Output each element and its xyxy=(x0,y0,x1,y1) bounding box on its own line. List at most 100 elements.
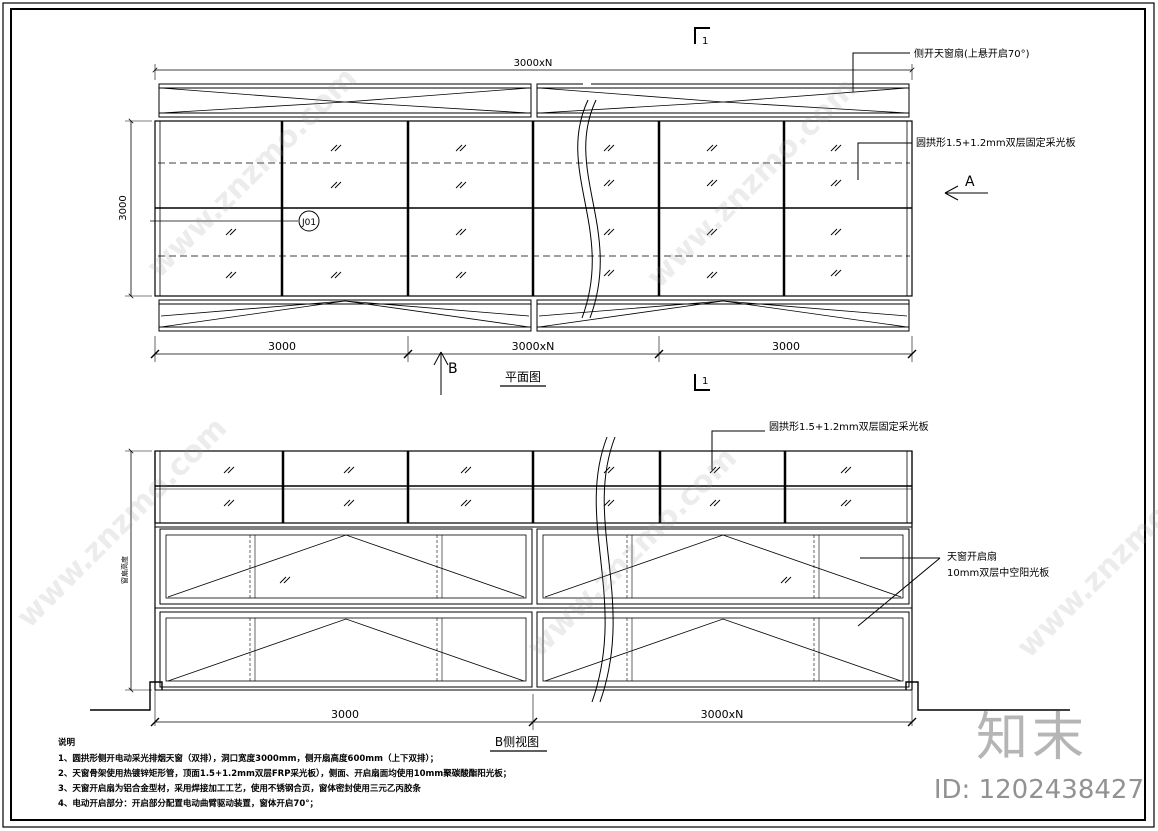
plan-tag-j01: J01 xyxy=(150,210,320,232)
glazing-hatch-mark xyxy=(834,269,842,277)
glazing-hatch-mark xyxy=(834,228,842,236)
plan-top-dim-text: 3000xN xyxy=(514,58,553,69)
glazing-hatch-mark xyxy=(710,144,718,152)
notes-heading: 说明 xyxy=(58,738,76,748)
glazing-hatch-mark xyxy=(834,179,842,187)
note-3: 3、天窗开启扇为铝合金型材，采用焊接加工工艺，使用不锈钢合页，窗体密封使用三元乙… xyxy=(58,784,421,794)
glazing-hatch-mark xyxy=(347,466,355,474)
svg-text:平面图: 平面图 xyxy=(505,370,541,384)
note-1: 1、圆拱形侧开电动采光排烟天窗（双排），洞口宽度3000mm，侧开扇高度600m… xyxy=(58,754,439,764)
plan-height-dim-text: 3000 xyxy=(118,195,129,220)
glazing-hatch-mark xyxy=(343,466,351,474)
glazing-hatch-mark xyxy=(780,576,788,584)
note-4: 4、电动开启部分：开启部分配置电动曲臂驱动装置，窗体开启70°； xyxy=(58,799,318,809)
svg-text:1: 1 xyxy=(702,36,708,47)
glazing-hatch-mark xyxy=(834,144,842,152)
plan-arrow-a: A xyxy=(944,174,988,201)
side-curb xyxy=(90,681,1070,726)
side-upper-sashes xyxy=(159,528,910,605)
glazing-hatch-mark xyxy=(330,271,338,279)
plan-main-grid xyxy=(154,80,913,319)
side-top-panel xyxy=(154,450,913,528)
plan-title: 平面图 xyxy=(500,370,546,387)
svg-text:B: B xyxy=(448,361,458,377)
side-lower-sashes xyxy=(154,451,913,691)
glazing-hatch-mark xyxy=(607,269,615,277)
glazing-hatch-mark xyxy=(603,466,611,474)
glazing-hatch-mark xyxy=(227,499,235,507)
glazing-hatch-mark xyxy=(607,144,615,152)
glazing-hatch-mark xyxy=(459,144,467,152)
side-callout-arch-panel: 圆拱形1.5+1.2mm双层固定采光板 xyxy=(711,420,929,470)
glazing-hatch-mark xyxy=(844,499,852,507)
glazing-hatch-mark xyxy=(229,228,237,236)
plan-bottom-sashes xyxy=(158,299,910,332)
note-2: 2、天窗骨架使用热镀锌矩形管，顶面1.5+1.2mm双层FRP采光板），侧面、开… xyxy=(58,769,512,779)
svg-text:圆拱形1.5+1.2mm双层固定采光板: 圆拱形1.5+1.2mm双层固定采光板 xyxy=(916,136,1076,149)
glazing-hatch-mark xyxy=(607,466,615,474)
glazing-hatch-mark xyxy=(347,499,355,507)
glazing-hatch-mark xyxy=(709,499,717,507)
svg-text:A: A xyxy=(965,174,975,190)
glazing-hatch-mark xyxy=(223,499,231,507)
watermark-brand: 知末 xyxy=(975,708,1088,768)
glazing-hatch-mark xyxy=(603,144,611,152)
side-break-mark xyxy=(591,436,616,703)
glazing-hatch-mark xyxy=(713,466,721,474)
plan-top-sashes xyxy=(158,83,910,118)
svg-text:J01: J01 xyxy=(301,218,316,228)
glazing-hatch-mark xyxy=(709,466,717,474)
glazing-hatch-mark xyxy=(459,228,467,236)
glazing-hatch-mark xyxy=(455,144,463,152)
plan-height-dimension: 3000 xyxy=(118,118,152,299)
section-mark-top: 1 xyxy=(694,27,710,47)
glazing-hatch-mark xyxy=(330,181,338,189)
glazing-hatch-mark xyxy=(334,144,342,152)
glazing-hatch-mark xyxy=(223,466,231,474)
glazing-hatch-mark xyxy=(459,181,467,189)
glazing-hatch-mark xyxy=(840,499,848,507)
svg-text:B侧视图: B侧视图 xyxy=(495,734,539,749)
plan-bottom-dim-2: 3000xN xyxy=(512,340,555,353)
plan-bottom-dim-3: 3000 xyxy=(772,340,800,353)
glazing-hatch-marks xyxy=(223,144,852,584)
side-bottom-dimension: 3000 3000xN xyxy=(150,694,917,730)
glazing-hatch-mark xyxy=(283,576,291,584)
side-bottom-dim-1: 3000 xyxy=(331,708,359,721)
plan-callout-side-sash: 侧开天窗扇(上悬开启70°) xyxy=(852,47,1030,92)
inner-border xyxy=(10,8,1146,821)
glazing-hatch-mark xyxy=(607,228,615,236)
glazing-hatch-mark xyxy=(460,466,468,474)
side-title: B侧视图 xyxy=(490,734,547,752)
svg-text:1: 1 xyxy=(702,376,708,387)
plan-bottom-dimension: 3000 3000xN 3000 xyxy=(150,336,917,362)
glazing-hatch-mark xyxy=(459,271,467,279)
side-view: 窗扇高度 3000 3000xN 圆拱形1.5+1.2mm双层固定采光板 天窗开… xyxy=(90,420,1070,752)
glazing-hatch-mark xyxy=(710,228,718,236)
svg-text:天窗开启扇: 天窗开启扇 xyxy=(947,550,997,563)
glazing-hatch-mark xyxy=(227,466,235,474)
side-height-dimension: 窗扇高度 xyxy=(120,448,152,693)
side-bottom-dim-2: 3000xN xyxy=(701,708,744,721)
glazing-hatch-mark xyxy=(330,144,338,152)
glazing-hatch-mark xyxy=(279,576,287,584)
plan-arrow-b: B xyxy=(433,351,458,395)
glazing-hatch-mark xyxy=(460,499,468,507)
plan-bottom-dim-1: 3000 xyxy=(268,340,296,353)
svg-text:10mm双层中空阳光板: 10mm双层中空阳光板 xyxy=(947,566,1049,579)
glazing-hatch-mark xyxy=(607,499,615,507)
glazing-hatch-mark xyxy=(455,181,463,189)
glazing-hatch-mark xyxy=(464,499,472,507)
side-callout-sash: 天窗开启扇 10mm双层中空阳光板 xyxy=(857,550,1049,627)
glazing-hatch-mark xyxy=(464,466,472,474)
section-mark-bottom: 1 xyxy=(694,374,710,391)
glazing-hatch-mark xyxy=(225,271,233,279)
glazing-hatch-mark xyxy=(603,269,611,277)
glazing-hatch-mark xyxy=(225,228,233,236)
glazing-hatch-mark xyxy=(844,466,852,474)
glazing-hatch-mark xyxy=(706,271,714,279)
glazing-hatch-mark xyxy=(830,269,838,277)
plan-callout-arch-panel: 圆拱形1.5+1.2mm双层固定采光板 xyxy=(857,136,1076,180)
glazing-hatch-mark xyxy=(607,179,615,187)
